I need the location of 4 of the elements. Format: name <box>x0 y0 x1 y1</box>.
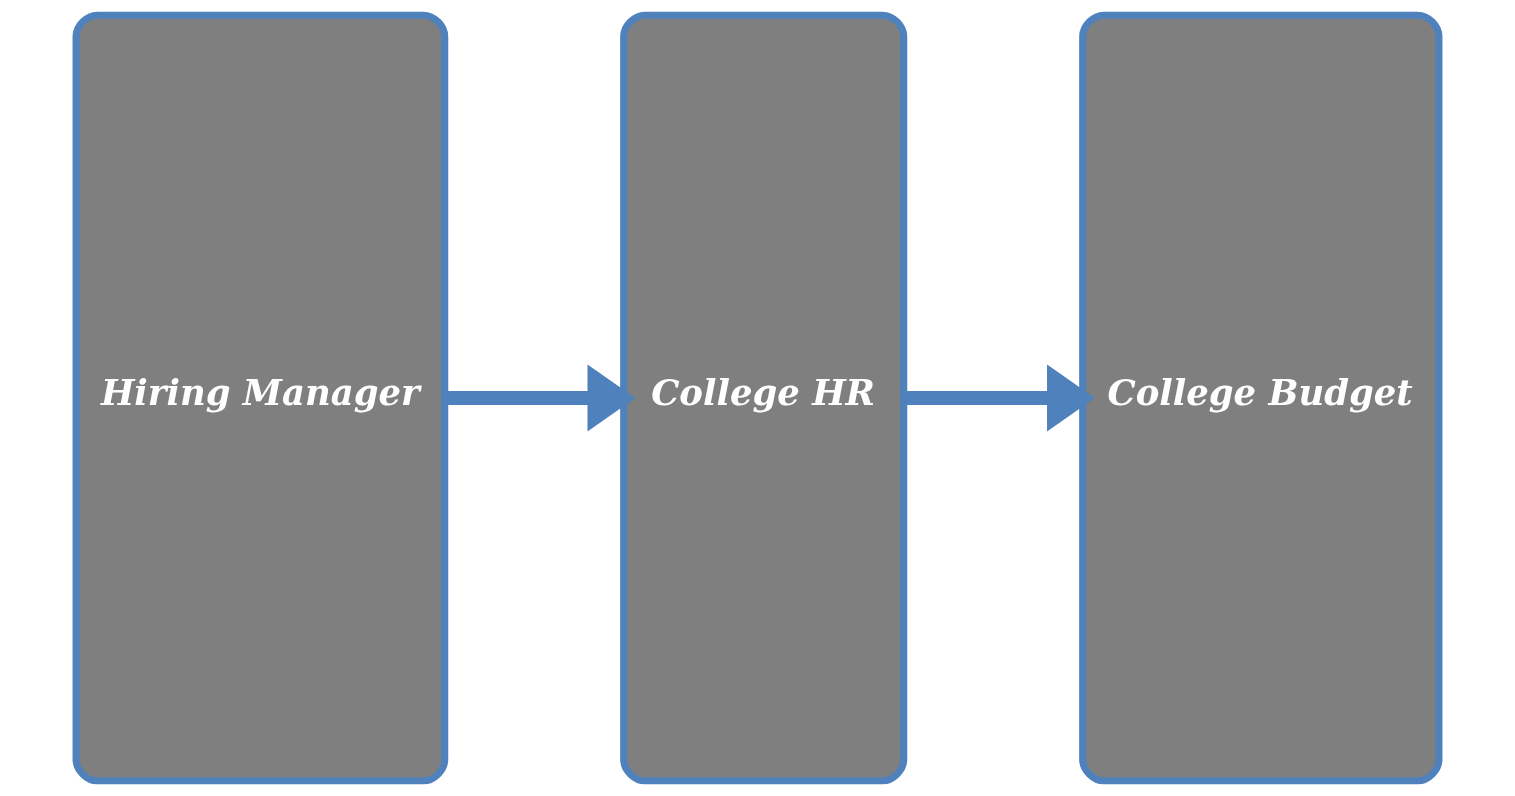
node-box: College HR <box>620 11 908 785</box>
node-box: Hiring Manager <box>72 11 449 785</box>
arrow <box>904 364 1095 432</box>
node-box: College Budget <box>1079 11 1443 785</box>
